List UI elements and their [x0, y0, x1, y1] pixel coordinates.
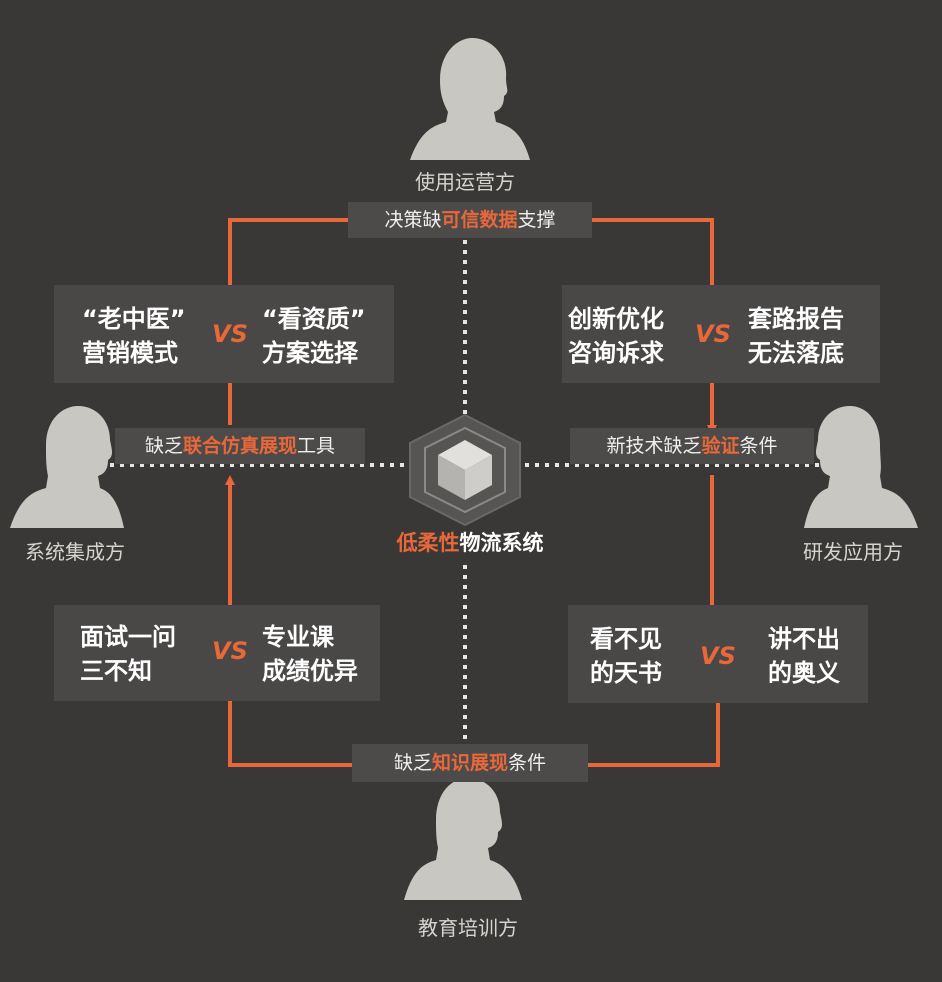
center-label-highlight: 低柔性 [396, 531, 460, 555]
issue-label-right-post: 条件 [739, 435, 778, 457]
cube-icon [409, 413, 521, 527]
vs-top-left-right-line2: 方案选择 [262, 339, 358, 367]
vs-bottom-right-left-line1: 看不见 [590, 625, 662, 653]
vs-top-left-right: “看资质” 方案选择 [262, 302, 366, 370]
issue-label-top-post: 支撑 [517, 209, 556, 231]
vs-bottom-right-right: 讲不出 的奥义 [768, 622, 840, 690]
center-label-rest: 物流系统 [459, 531, 544, 555]
vs-top-left-left: “老中医” 营销模式 [82, 302, 186, 370]
vs-top-left-mark: VS [212, 320, 248, 348]
person-icon-left [10, 406, 124, 528]
role-label-bottom: 教育培训方 [418, 916, 518, 940]
person-icon-right [804, 406, 918, 528]
role-label-top: 使用运营方 [415, 170, 515, 194]
vs-box-top-right [562, 285, 880, 383]
vs-top-right-left: 创新优化 咨询诉求 [568, 302, 664, 370]
vs-bottom-left-left: 面试一问 三不知 [80, 620, 176, 688]
vs-bottom-left-left-line1: 面试一问 [80, 623, 176, 651]
vs-bottom-right-mark: VS [700, 642, 736, 670]
vs-top-left-left-line2: 营销模式 [82, 339, 178, 367]
vs-bottom-left-right-line1: 专业课 [262, 623, 334, 651]
vs-bottom-right-left-line2: 的天书 [590, 659, 662, 687]
issue-label-right: 新技术缺乏验证条件 [570, 428, 814, 464]
vs-bottom-left-right-line2: 成绩优异 [262, 657, 358, 685]
vs-bottom-right-right-line2: 的奥义 [768, 659, 840, 687]
role-label-right: 研发应用方 [803, 540, 903, 564]
vs-box-bottom-left [54, 605, 380, 701]
center-label: 低柔性物流系统 [370, 527, 570, 557]
vs-top-right-left-line1: 创新优化 [568, 305, 664, 333]
issue-label-left-post: 工具 [297, 435, 336, 457]
vs-bottom-left-left-line2: 三不知 [80, 657, 152, 685]
vs-bottom-right-right-line1: 讲不出 [768, 625, 840, 653]
issue-label-top-pre: 决策缺 [384, 209, 442, 231]
issue-label-right-pre: 新技术缺乏 [606, 435, 702, 457]
vs-box-top-left [54, 285, 394, 383]
issue-label-bottom-pre: 缺乏 [393, 752, 432, 774]
person-icon-top [410, 38, 530, 160]
issue-label-top: 决策缺可信数据支撑 [348, 202, 592, 238]
vs-top-right-right-line1: 套路报告 [748, 305, 844, 333]
issue-label-right-highlight: 验证 [701, 435, 740, 457]
role-label-left: 系统集成方 [25, 540, 125, 564]
vs-top-right-right: 套路报告 无法落底 [748, 302, 844, 370]
issue-label-left-highlight: 联合仿真展现 [182, 435, 297, 457]
vs-top-left-right-line1: “看资质” [262, 305, 366, 333]
issue-label-left: 缺乏联合仿真展现工具 [115, 428, 365, 464]
issue-label-left-pre: 缺乏 [144, 435, 183, 457]
issue-label-bottom-post: 条件 [508, 752, 547, 774]
vs-bottom-left-right: 专业课 成绩优异 [262, 620, 358, 688]
vs-top-right-left-line2: 咨询诉求 [568, 339, 664, 367]
dotted-axis-lines [100, 240, 840, 745]
vs-bottom-right-left: 看不见 的天书 [590, 622, 662, 690]
person-icon-bottom [404, 778, 522, 900]
issue-label-bottom: 缺乏知识展现条件 [352, 744, 588, 782]
vs-bottom-left-mark: VS [212, 637, 248, 665]
vs-top-right-mark: VS [695, 320, 731, 348]
vs-top-right-right-line2: 无法落底 [748, 339, 844, 367]
vs-top-left-left-line1: “老中医” [82, 305, 186, 333]
issue-label-bottom-highlight: 知识展现 [431, 752, 508, 774]
issue-label-top-highlight: 可信数据 [441, 209, 518, 231]
vs-box-bottom-right [568, 605, 868, 703]
